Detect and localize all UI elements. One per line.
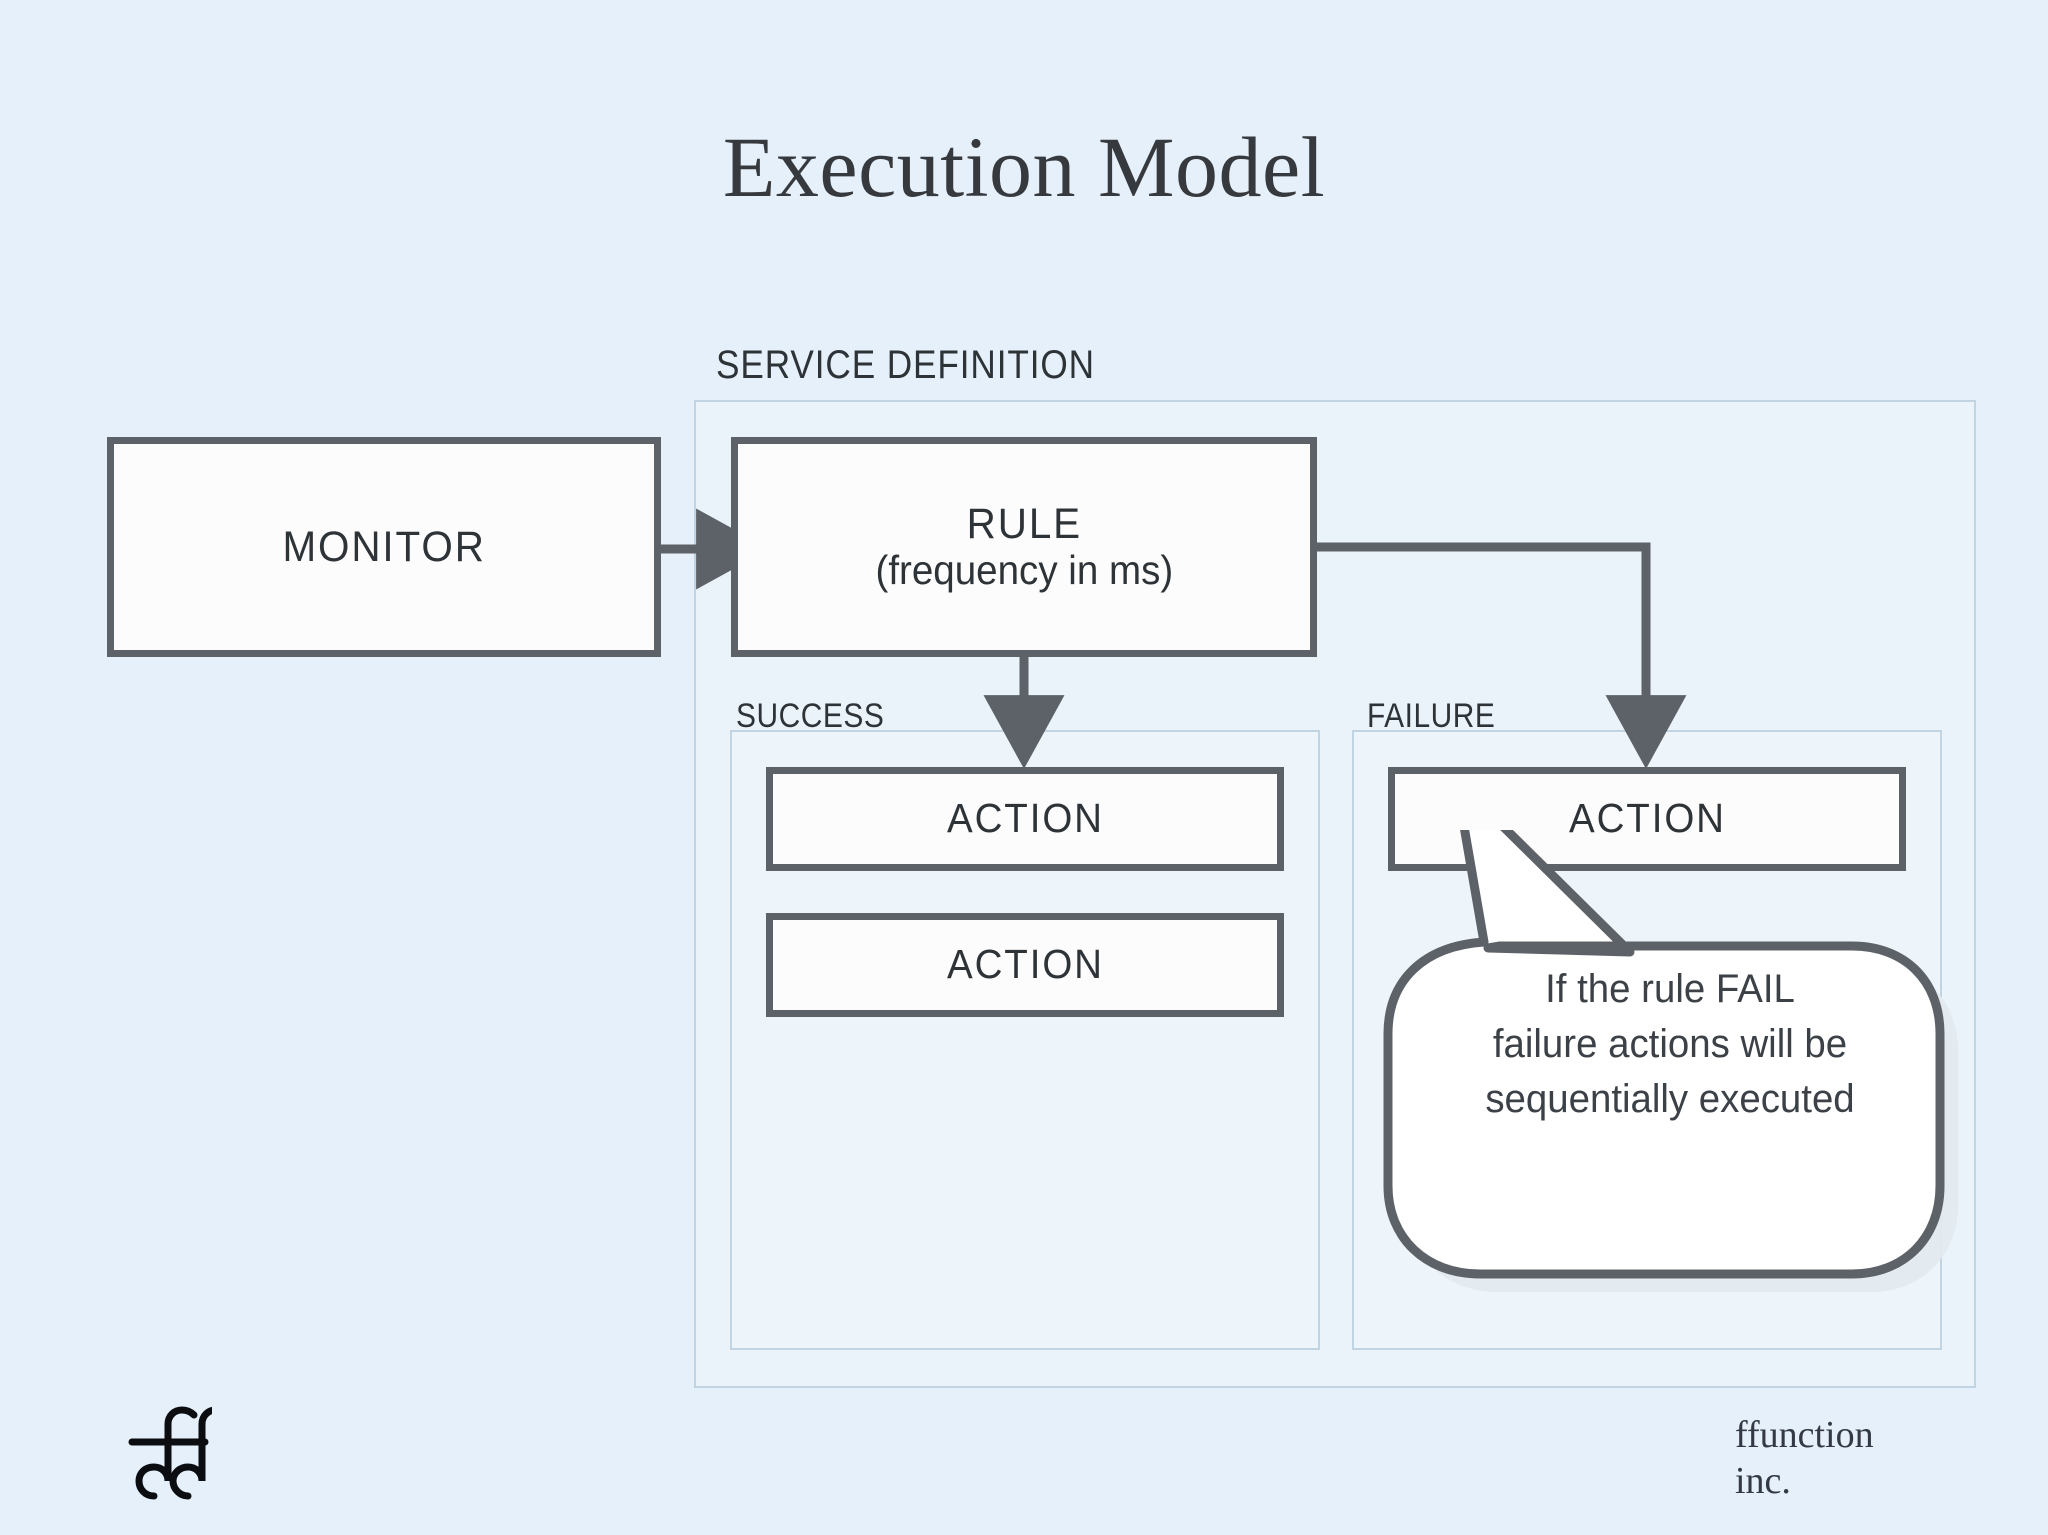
callout-line-2: failure actions will be [1492,1022,1848,1067]
callout-bubble: If the rule FAIL failure actions will be… [1380,775,1960,1310]
failure-action-label-1: ACTION [1568,795,1726,842]
failure-label: FAILURE [1367,697,1496,735]
rule-sublabel: (frequency in ms) [875,547,1173,594]
service-definition-label: SERVICE DEFINITION [716,343,1095,387]
footer-credit-line-1: ffunction [1735,1414,1874,1456]
footer-credit: ffunction inc. [1735,1412,1874,1505]
rule-label: RULE [966,499,1082,548]
success-action-label-1: ACTION [946,795,1104,842]
callout-line-1: If the rule FAIL [1545,967,1795,1011]
monitor-box[interactable]: MONITOR [107,437,661,657]
monitor-label: MONITOR [282,522,486,571]
success-action-box-1[interactable]: ACTION [766,767,1284,871]
success-action-box-2[interactable]: ACTION [766,913,1284,1017]
callout-bubble-shape [1383,775,1958,1292]
success-action-label-2: ACTION [946,941,1104,988]
ffunction-monogram-icon [128,1406,212,1500]
callout-text: If the rule FAIL failure actions will be… [1440,962,1900,1128]
page-title: Execution Model [722,119,1326,215]
rule-box[interactable]: RULE (frequency in ms) [731,437,1317,657]
success-label: SUCCESS [736,697,885,735]
footer-credit-line-2: inc. [1735,1460,1791,1503]
callout-line-3: sequentially executed [1485,1077,1855,1122]
